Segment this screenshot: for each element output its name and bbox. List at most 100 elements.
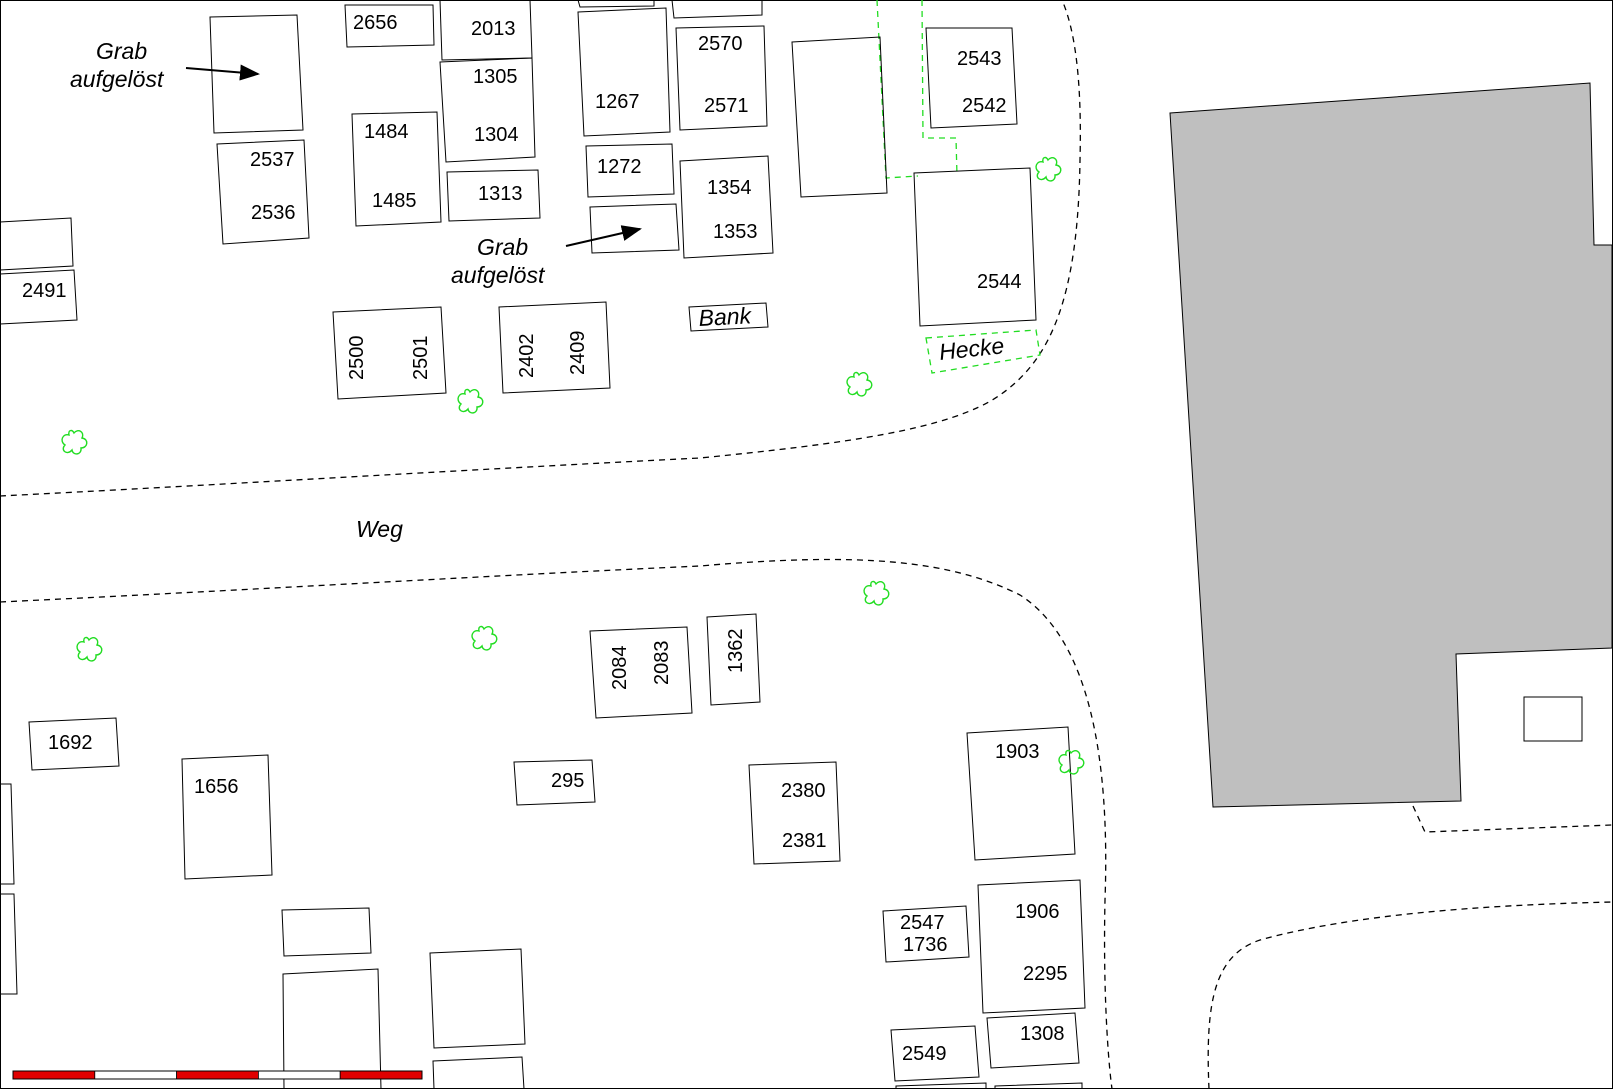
plot-number: 2543 [957, 48, 1002, 70]
plot-number: 1485 [372, 190, 417, 212]
grave-dissolved-label-line2: aufgelöst [451, 262, 546, 288]
plot-1267 [577, 7, 671, 137]
tree-icon [1058, 749, 1085, 775]
plot-number: 2500 [346, 336, 368, 381]
plot-empty-small [281, 907, 372, 957]
plot-number: 1656 [194, 776, 239, 798]
plot-2544 [913, 167, 1037, 327]
plot-number: 2570 [698, 33, 743, 55]
plot-1354-1353 [679, 155, 774, 259]
plot-1272 [585, 143, 675, 198]
plot-number: 2571 [704, 95, 749, 117]
plot-number: 2295 [1023, 963, 1068, 985]
plot-2656 [344, 4, 435, 48]
plot-number: 1313 [478, 183, 523, 205]
scale-bar [12, 1070, 423, 1080]
plot-empty-bottom-1 [282, 968, 382, 1089]
plot-number: 2656 [353, 12, 398, 34]
plot-1362 [706, 613, 761, 706]
plot-1906-2295 [977, 879, 1086, 1014]
plot-empty-large [791, 36, 888, 198]
plot-number: 1308 [1020, 1023, 1065, 1045]
plot-295 [513, 759, 596, 806]
arrow-icon [565, 225, 642, 247]
plot-top-a [577, 0, 655, 8]
plot-number: 2536 [251, 202, 296, 224]
tree-icon [471, 625, 498, 651]
tree-icon [1035, 156, 1062, 182]
tree-icon [76, 636, 103, 662]
plot-number: 2381 [782, 830, 827, 852]
chapel-building [1169, 82, 1613, 808]
plot-number: 1267 [595, 91, 640, 113]
small-structure [1523, 696, 1583, 742]
plot-left-edge-3 [0, 893, 18, 995]
plot-number: 2013 [471, 18, 516, 40]
arrow-icon [185, 64, 260, 81]
plot-2537-2536 [216, 139, 310, 245]
plot-1692 [28, 717, 120, 771]
tree-icon [846, 371, 873, 397]
grave-dissolved-label-line1: Grab [96, 38, 147, 64]
plot-number: 2083 [651, 641, 673, 686]
path-label: Weg [356, 516, 403, 542]
plot-number: 1353 [713, 221, 758, 243]
plot-bottom-edge-1 [895, 1082, 987, 1089]
plot-bottom-edge-2 [994, 1082, 1083, 1089]
plot-1903 [966, 726, 1076, 861]
annotation-arrows [185, 64, 642, 247]
plot-2547-1736 [882, 905, 970, 963]
plot-number: 2380 [781, 780, 826, 802]
plot-left-edge-2 [0, 783, 15, 885]
plot-number: 2537 [250, 149, 295, 171]
plot-number: 1304 [474, 124, 519, 146]
plot-number: 2501 [410, 336, 432, 381]
scale-bar-outline [12, 1070, 423, 1080]
plot-number: 295 [551, 770, 584, 792]
plot-number: 1692 [48, 732, 93, 754]
tree-icon [61, 429, 88, 455]
scale-bar-segment [12, 1070, 96, 1080]
scale-bar-segment [257, 1070, 341, 1080]
plot-number-labels: 2656 2013 2570 2543 1305 2571 2542 1267 … [22, 12, 1068, 1065]
trees [61, 156, 1085, 775]
plot-2549 [890, 1025, 980, 1082]
plot-number: 2547 [900, 912, 945, 934]
plot-number: 1903 [995, 741, 1040, 763]
plot-number: 2544 [977, 271, 1022, 293]
plot-number: 2402 [516, 334, 538, 379]
grave-dissolved-label-line1: Grab [477, 234, 528, 260]
plot-number: 1736 [903, 934, 948, 956]
plot-2500-2501 [332, 306, 447, 400]
plot-number: 1305 [473, 66, 518, 88]
bench-box [688, 302, 769, 332]
plot-1656 [181, 754, 273, 880]
plot-empty-bottom-3 [432, 1056, 525, 1089]
plot-2084-2083 [589, 626, 693, 719]
scale-bar-segment [339, 1070, 423, 1080]
plot-number: 1354 [707, 177, 752, 199]
plot-1308 [986, 1012, 1080, 1069]
plot-number: 1272 [597, 156, 642, 178]
plot-grab-aufgeloest-2 [589, 203, 680, 254]
scale-bar-segment [176, 1070, 259, 1080]
plot-number: 2084 [609, 646, 631, 691]
scale-bar-segment [94, 1070, 178, 1080]
plot-number: 2542 [962, 95, 1007, 117]
plot-grab-aufgeloest-1 [209, 14, 304, 134]
plot-number: 1484 [364, 121, 409, 143]
plot-left-edge-1 [0, 217, 74, 271]
bench-label: Bank [698, 302, 753, 331]
plot-number: 1362 [725, 629, 747, 674]
map-labels: Grab aufgelöst Grab aufgelöst Bank Hecke… [70, 38, 1005, 542]
grave-dissolved-label-line2: aufgelöst [70, 66, 165, 92]
plot-number: 2549 [902, 1043, 947, 1065]
plot-number: 1906 [1015, 901, 1060, 923]
plot-1305-1304 [439, 57, 536, 163]
hedge-label: Hecke [938, 332, 1006, 365]
plot-empty-bottom-2 [429, 948, 526, 1049]
plot-1313 [446, 169, 541, 222]
